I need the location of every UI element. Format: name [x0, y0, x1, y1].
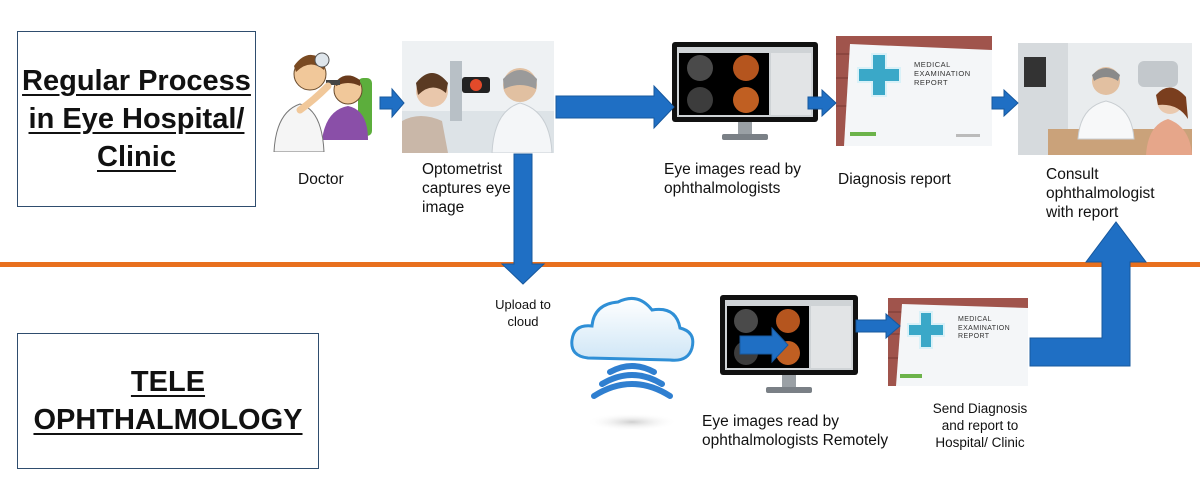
medical-report-card-top: MEDICAL EXAMINATION REPORT — [836, 36, 992, 146]
label-diagnosis-report: Diagnosis report — [838, 171, 951, 188]
label-send-diagnosis: Send Diagnosis and report to Hospital/ C… — [932, 401, 1028, 450]
consult-photo — [1018, 43, 1192, 155]
tele-ophthalmology-title: TELE OPHTHALMOLOGY — [33, 366, 303, 436]
arrow-report-to-consult — [991, 88, 1019, 118]
eye-images-monitor — [672, 42, 818, 140]
report-card-text-top: MEDICAL EXAMINATION REPORT — [914, 60, 971, 87]
cloud-upload-icon — [570, 296, 695, 431]
arrow-upload-down — [500, 153, 546, 285]
doctor-illustration — [270, 40, 380, 152]
tele-ophthalmology-box: TELE OPHTHALMOLOGY — [17, 333, 319, 469]
label-doctor: Doctor — [298, 171, 344, 188]
arrow-inside-monitor — [739, 326, 789, 364]
medical-report-card-bottom: MEDICAL EXAMINATION REPORT — [888, 298, 1028, 386]
section-divider — [0, 262, 1200, 267]
optometrist-photo — [402, 41, 554, 153]
arrow-report-to-consult-up — [1029, 221, 1147, 367]
label-eye-images-read: Eye images read by ophthalmologists — [664, 161, 801, 197]
arrow-optometrist-to-monitor — [555, 84, 675, 130]
label-eye-images-remote: Eye images read by ophthalmologists Remo… — [702, 413, 889, 449]
report-card-text-bottom: MEDICAL EXAMINATION REPORT — [958, 316, 1011, 340]
arrow-doctor-to-optometrist — [379, 87, 405, 119]
label-consult: Consult ophthalmologist with report — [1046, 166, 1155, 221]
label-upload: Upload to cloud — [495, 297, 551, 329]
label-optometrist: Optometrist captures eye image — [422, 161, 511, 216]
regular-process-box: Regular Process in Eye Hospital/ Clinic — [17, 31, 256, 207]
arrow-monitor-to-report-bottom — [855, 312, 901, 340]
arrow-monitor-to-report — [807, 88, 837, 118]
regular-process-title: Regular Process in Eye Hospital/ Clinic — [22, 65, 251, 173]
